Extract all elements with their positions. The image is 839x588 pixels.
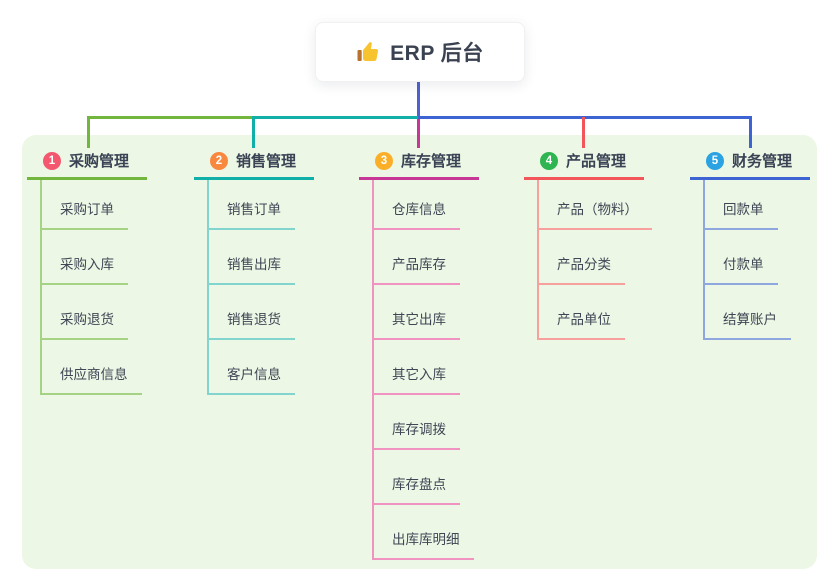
connector-drop-finance — [749, 117, 752, 148]
badge-4: 4 — [540, 151, 558, 170]
branch-finance-title[interactable]: 5 财务管理 — [690, 150, 810, 180]
branch-label: 库存管理 — [401, 153, 462, 170]
connector-drop-inventory — [417, 119, 420, 148]
branch-product-title[interactable]: 4 产品管理 — [524, 150, 644, 180]
node-sales-outbound[interactable]: 销售出库 — [209, 230, 295, 285]
branch-finance-children: 回款单 付款单 结算账户 — [703, 180, 791, 340]
node-supplier-info[interactable]: 供应商信息 — [42, 340, 142, 395]
branch-label: 销售管理 — [236, 153, 297, 170]
branch-procurement-children: 采购订单 采购入库 采购退货 供应商信息 — [40, 180, 142, 395]
node-product-stock[interactable]: 产品库存 — [374, 230, 460, 285]
branch-product-children: 产品（物料） 产品分类 产品单位 — [537, 180, 652, 340]
badge-3: 3 — [375, 151, 393, 170]
node-other-inbound[interactable]: 其它入库 — [374, 340, 460, 395]
branch-label: 产品管理 — [566, 153, 627, 170]
connector-horizontal-teal — [252, 116, 418, 119]
branch-finance: 5 财务管理 回款单 付款单 结算账户 — [690, 150, 810, 340]
connector-root-vertical — [417, 82, 420, 117]
node-product-unit[interactable]: 产品单位 — [539, 285, 625, 340]
node-other-outbound[interactable]: 其它出库 — [374, 285, 460, 340]
branch-sales-title[interactable]: 2 销售管理 — [194, 150, 314, 180]
branch-inventory-title[interactable]: 3 库存管理 — [359, 150, 479, 180]
node-purchase-order[interactable]: 采购订单 — [42, 180, 128, 230]
branch-inventory-children: 仓库信息 产品库存 其它出库 其它入库 库存调拨 库存盘点 出库库明细 — [372, 180, 474, 560]
root-title: ERP 后台 — [390, 42, 484, 65]
branch-sales-children: 销售订单 销售出库 销售退货 客户信息 — [207, 180, 295, 395]
node-stock-transfer[interactable]: 库存调拨 — [374, 395, 460, 450]
node-product-category[interactable]: 产品分类 — [539, 230, 625, 285]
branch-procurement: 1 采购管理 采购订单 采购入库 采购退货 供应商信息 — [27, 150, 147, 395]
node-outbound-detail[interactable]: 出库库明细 — [374, 505, 474, 560]
branch-label: 采购管理 — [69, 153, 130, 170]
node-stock-count[interactable]: 库存盘点 — [374, 450, 460, 505]
node-sales-return[interactable]: 销售退货 — [209, 285, 295, 340]
mindmap-panel — [22, 135, 817, 569]
branch-label: 财务管理 — [732, 153, 793, 170]
node-purchase-inbound[interactable]: 采购入库 — [42, 230, 128, 285]
node-payment-bill[interactable]: 付款单 — [705, 230, 778, 285]
branch-inventory: 3 库存管理 仓库信息 产品库存 其它出库 其它入库 库存调拨 库存盘点 出库库… — [359, 150, 479, 560]
node-sales-order[interactable]: 销售订单 — [209, 180, 295, 230]
branch-sales: 2 销售管理 销售订单 销售出库 销售退货 客户信息 — [194, 150, 314, 395]
node-warehouse-info[interactable]: 仓库信息 — [374, 180, 460, 230]
connector-horizontal-blue — [418, 116, 752, 119]
connector-horizontal-green — [87, 116, 254, 119]
badge-1: 1 — [43, 151, 61, 170]
root-node[interactable]: ERP 后台 — [315, 22, 525, 82]
branch-procurement-title[interactable]: 1 采购管理 — [27, 150, 147, 180]
connector-drop-sales — [252, 117, 255, 148]
node-purchase-return[interactable]: 采购退货 — [42, 285, 128, 340]
badge-5: 5 — [706, 151, 724, 170]
node-customer-info[interactable]: 客户信息 — [209, 340, 295, 395]
node-receipt-bill[interactable]: 回款单 — [705, 180, 778, 230]
thumbs-up-icon — [356, 40, 380, 64]
connector-drop-product — [582, 117, 585, 148]
badge-2: 2 — [210, 151, 228, 170]
node-settlement-account[interactable]: 结算账户 — [705, 285, 791, 340]
connector-drop-procurement — [87, 117, 90, 148]
branch-product: 4 产品管理 产品（物料） 产品分类 产品单位 — [524, 150, 652, 340]
node-product-material[interactable]: 产品（物料） — [539, 180, 652, 230]
